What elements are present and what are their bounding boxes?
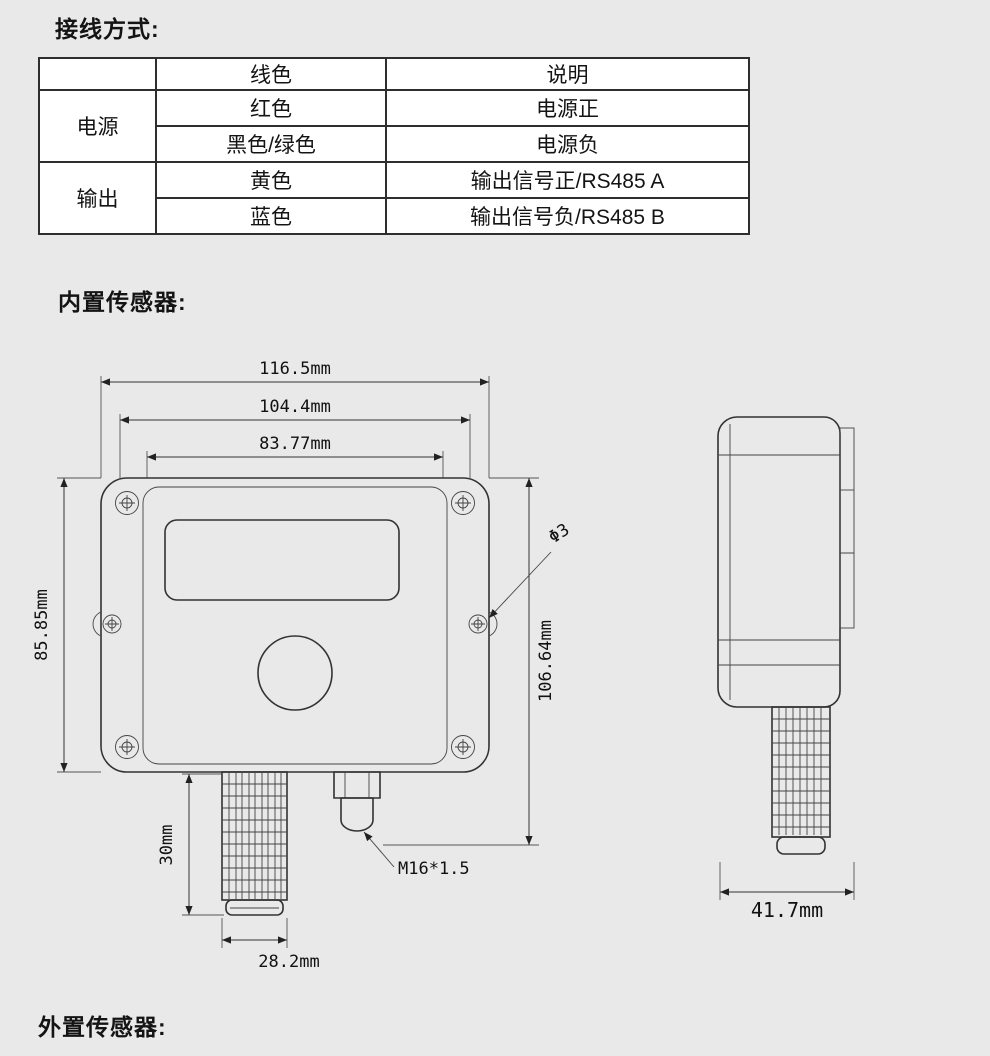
side-view: 41.7mm [717, 416, 855, 922]
mount-clip-bottom [839, 552, 855, 629]
cable-gland: M16*1.5 [333, 771, 470, 879]
probe-cap [776, 836, 826, 855]
dim-label-width-outer: 116.5mm [259, 359, 331, 379]
builtin-sensor-dimension-drawing: 116.5mm 104.4mm 83.77mm [32, 359, 855, 972]
dim-label-probe-length: 30mm [157, 825, 177, 866]
screw-hole-top-left [115, 491, 139, 515]
dimension-depth: 41.7mm [719, 862, 855, 922]
dim-label-width-inner: 83.77mm [259, 434, 331, 454]
screw-hole-top-right [451, 491, 475, 515]
dimension-height-body: 85.85mm [32, 477, 101, 773]
dimension-probe-length: 30mm [157, 773, 224, 916]
dim-label-gland-thread: M16*1.5 [398, 859, 470, 879]
dim-label-height-body: 85.85mm [32, 589, 52, 661]
probe-cap [225, 899, 284, 916]
screw-hole-bottom-right [451, 735, 475, 759]
screw-hole-bottom-left [115, 735, 139, 759]
callout-hole-diameter: Φ3 [488, 520, 573, 619]
enclosure-body [92, 477, 498, 773]
wiring-section-title: 接线方式: [55, 16, 160, 42]
display-window [164, 519, 400, 601]
dim-label-depth: 41.7mm [751, 898, 823, 922]
table-header-description: 说明 [385, 57, 750, 91]
table-header-wire-color: 线色 [155, 57, 387, 91]
sensor-opening [257, 635, 333, 711]
builtin-sensor-section-title: 内置传感器: [58, 289, 187, 315]
wire-color-cell: 蓝色 [155, 197, 387, 235]
dim-label-hole-dia: Φ3 [545, 520, 573, 548]
wire-desc-cell: 电源正 [385, 89, 750, 127]
wire-desc-cell: 输出信号正/RS485 A [385, 161, 750, 199]
wire-color-cell: 黄色 [155, 161, 387, 199]
dim-label-width-mount: 104.4mm [259, 397, 331, 417]
dimension-height-total: 106.64mm [383, 477, 556, 846]
group-output: 输出 [38, 161, 157, 235]
dim-label-height-total: 106.64mm [536, 620, 556, 702]
wire-color-cell: 红色 [155, 89, 387, 127]
wire-color-cell: 黑色/绿色 [155, 125, 387, 163]
wiring-table: 线色 说明 电源 红色 电源正 黑色/绿色 电源负 输出 黄色 输出信号正/RS… [38, 57, 750, 235]
dimension-width-outer: 116.5mm [100, 359, 490, 478]
screw-hole-mid-right [468, 614, 488, 634]
wire-desc-cell: 输出信号负/RS485 B [385, 197, 750, 235]
table-header-blank [38, 57, 157, 91]
screw-hole-mid-left [102, 614, 122, 634]
probe-side [771, 706, 831, 855]
dimension-probe-width: 28.2mm [221, 918, 320, 972]
mount-clip-top [839, 427, 855, 554]
dimension-width-inner: 83.77mm [146, 434, 444, 478]
screw-holes [102, 491, 488, 759]
dim-label-probe-width: 28.2mm [258, 952, 319, 972]
front-view: 116.5mm 104.4mm 83.77mm [32, 359, 573, 972]
wire-desc-cell: 电源负 [385, 125, 750, 163]
group-power: 电源 [38, 89, 157, 163]
external-sensor-section-title: 外置传感器: [38, 1014, 167, 1040]
dimension-width-mount: 104.4mm [119, 397, 471, 478]
probe-front [221, 771, 288, 916]
